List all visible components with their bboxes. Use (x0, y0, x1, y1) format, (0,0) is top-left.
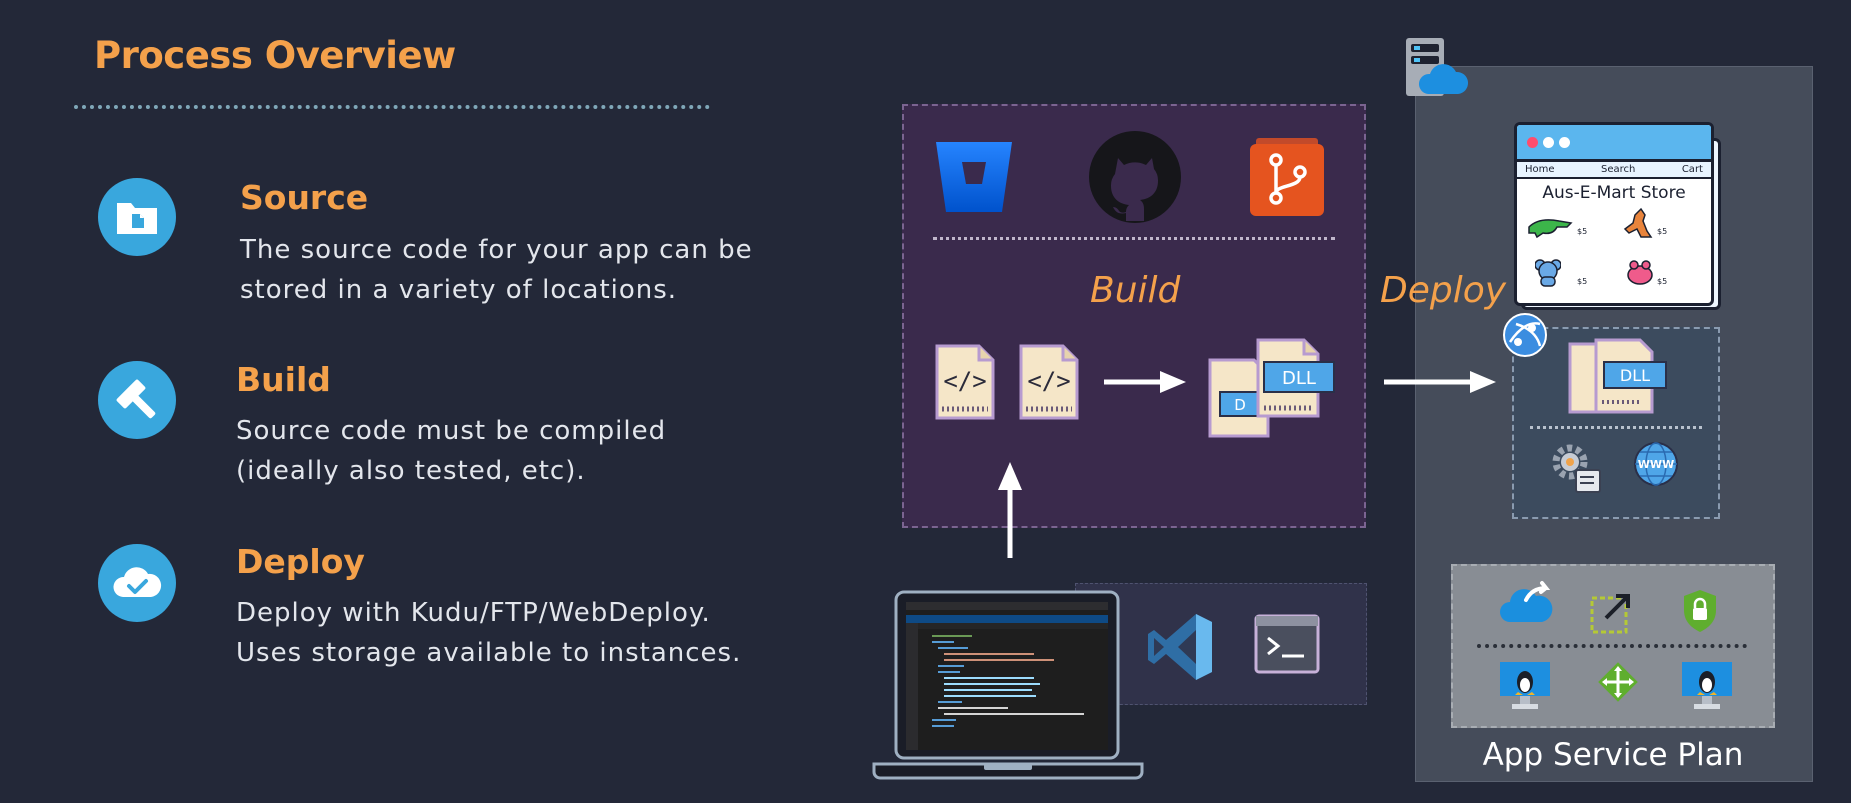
arrow-right-icon (1384, 371, 1496, 393)
laptop-icon (872, 590, 1144, 780)
server-cloud-icon (1406, 38, 1469, 96)
globe-icon: WWW (1634, 442, 1678, 486)
store-nav: Home Search Cart (1517, 162, 1711, 179)
source-line-1: The source code for your app can be (240, 235, 753, 265)
web-app-icon (1503, 313, 1547, 357)
app-service-plan-label: App Service Plan (1482, 737, 1744, 773)
deploy-line-1: Deploy with Kudu/FTP/WebDeploy. (236, 598, 711, 628)
arrow-right-icon (1104, 371, 1186, 393)
price-label: $5 (1657, 277, 1668, 286)
title-divider (74, 105, 710, 109)
scale-up-icon (1590, 594, 1630, 634)
settings-icon (1552, 444, 1601, 493)
build-line-1: Source code must be compiled (236, 416, 667, 446)
dll-file-icon: DLL (1568, 338, 1667, 414)
code-file-icon: </> (935, 344, 995, 420)
minimize-dot-icon (1543, 137, 1554, 148)
deploy-label: Deploy (1380, 270, 1507, 311)
svg-text:</>: </> (943, 367, 986, 395)
cloud-check-icon (98, 544, 176, 622)
infra-divider (1477, 644, 1747, 648)
price-label: $5 (1577, 227, 1588, 236)
build-line-2: (ideally also tested, etc). (236, 456, 586, 486)
hammer-icon (98, 361, 176, 439)
app-divider (1530, 426, 1702, 429)
arrow-up-icon (998, 462, 1022, 558)
linux-vm-icon (1500, 662, 1550, 709)
linux-vm-icon (1682, 662, 1732, 709)
kangaroo-icon (1623, 207, 1653, 238)
build-description: Source code must be compiled (ideally al… (236, 411, 666, 491)
store-products: $5 $5 $5 $5 (1517, 203, 1711, 303)
dll-text: DLL (1620, 366, 1650, 385)
crocodile-icon (1528, 219, 1573, 239)
bitbucket-icon (936, 142, 1012, 212)
deploy-title: Deploy (236, 542, 365, 581)
page-title: Process Overview (94, 34, 456, 77)
shield-lock-icon (1684, 590, 1716, 632)
frog-icon (1627, 260, 1653, 285)
koala-icon (1535, 259, 1561, 287)
svg-text:D: D (1234, 396, 1246, 414)
close-dot-icon (1527, 137, 1538, 148)
store-nav-cart: Cart (1681, 164, 1703, 175)
github-icon (1089, 131, 1181, 223)
maximize-dot-icon (1559, 137, 1570, 148)
dll-file-icon: D DLL (1208, 338, 1335, 438)
source-title: Source (240, 178, 369, 217)
build-divider (933, 237, 1335, 240)
build-label: Build (1090, 270, 1181, 311)
source-description: The source code for your app can be stor… (240, 230, 753, 310)
deploy-description: Deploy with Kudu/FTP/WebDeploy. Uses sto… (236, 593, 741, 673)
store-nav-home: Home (1525, 164, 1555, 175)
store-nav-search: Search (1601, 164, 1636, 175)
price-label: $5 (1577, 277, 1588, 286)
source-line-2: stored in a variety of locations. (240, 275, 678, 305)
www-text: WWW (1638, 458, 1674, 471)
store-titlebar (1517, 125, 1711, 162)
code-file-icon: </> (1019, 344, 1079, 420)
svg-text:</>: </> (1027, 367, 1070, 395)
git-icon (1250, 138, 1324, 216)
folder-icon (98, 178, 176, 256)
scale-out-icon (1598, 662, 1638, 702)
vscode-icon (1148, 614, 1212, 680)
price-label: $5 (1657, 227, 1668, 236)
store-window: Home Search Cart Aus-E-Mart Store $5 $5 … (1514, 122, 1714, 306)
cloud-share-icon (1500, 581, 1553, 622)
build-title: Build (236, 360, 331, 399)
dll-text: DLL (1282, 368, 1316, 389)
store-title: Aus-E-Mart Store (1542, 183, 1686, 203)
deploy-line-2: Uses storage available to instances. (236, 638, 742, 668)
terminal-icon (1254, 614, 1320, 674)
